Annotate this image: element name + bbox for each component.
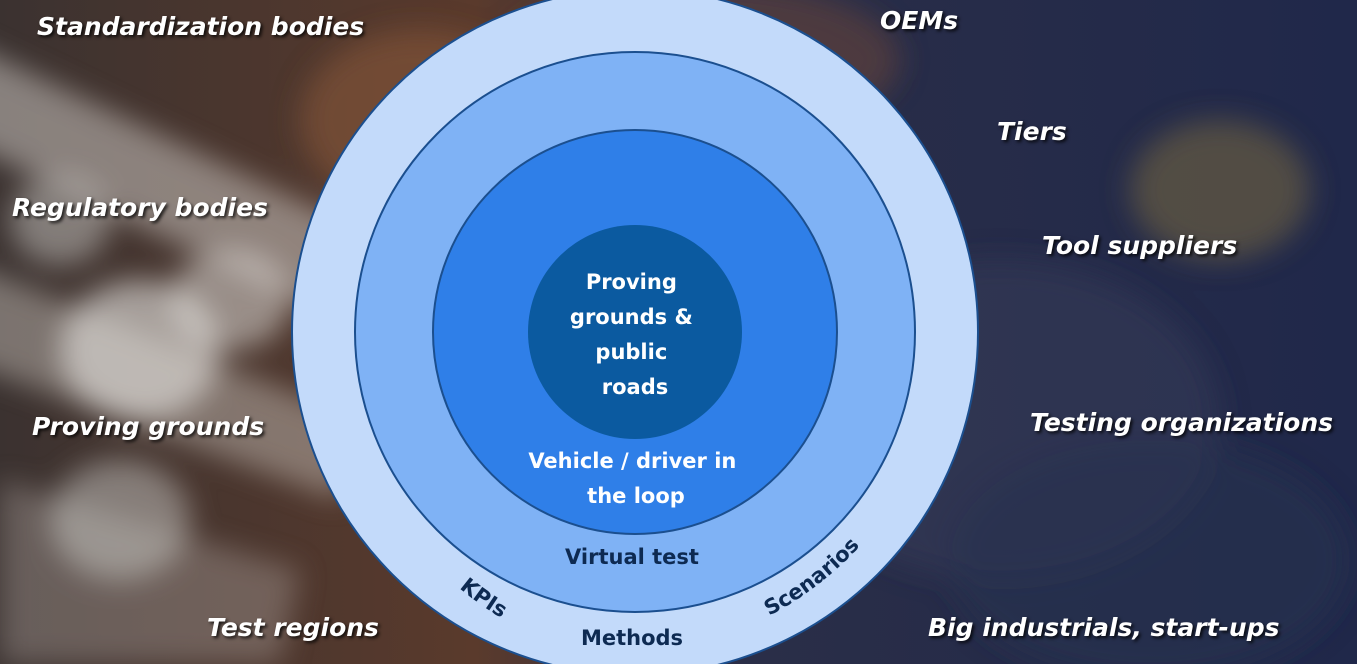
stakeholder-tiers: Tiers: [997, 117, 1067, 146]
stakeholder-big-industrials-start-ups: Big industrials, start-ups: [928, 613, 1280, 642]
virtual-test-label: Virtual test: [565, 545, 699, 569]
stakeholder-testing-organizations: Testing organizations: [1030, 408, 1334, 437]
stakeholder-test-regions: Test regions: [207, 613, 379, 642]
core-circle: [528, 225, 742, 439]
stakeholder-tool-suppliers: Tool suppliers: [1042, 231, 1238, 260]
methods-label: Methods: [581, 626, 683, 650]
stakeholder-standardization-bodies: Standardization bodies: [37, 12, 365, 41]
stakeholder-regulatory-bodies: Regulatory bodies: [12, 193, 268, 222]
stakeholder-proving-grounds: Proving grounds: [32, 412, 265, 441]
stakeholder-oems: OEMs: [880, 6, 959, 35]
core-label: Proving grounds & public roads: [570, 270, 700, 399]
vehicle-in-loop-label: Vehicle / driver in the loop: [528, 449, 743, 508]
